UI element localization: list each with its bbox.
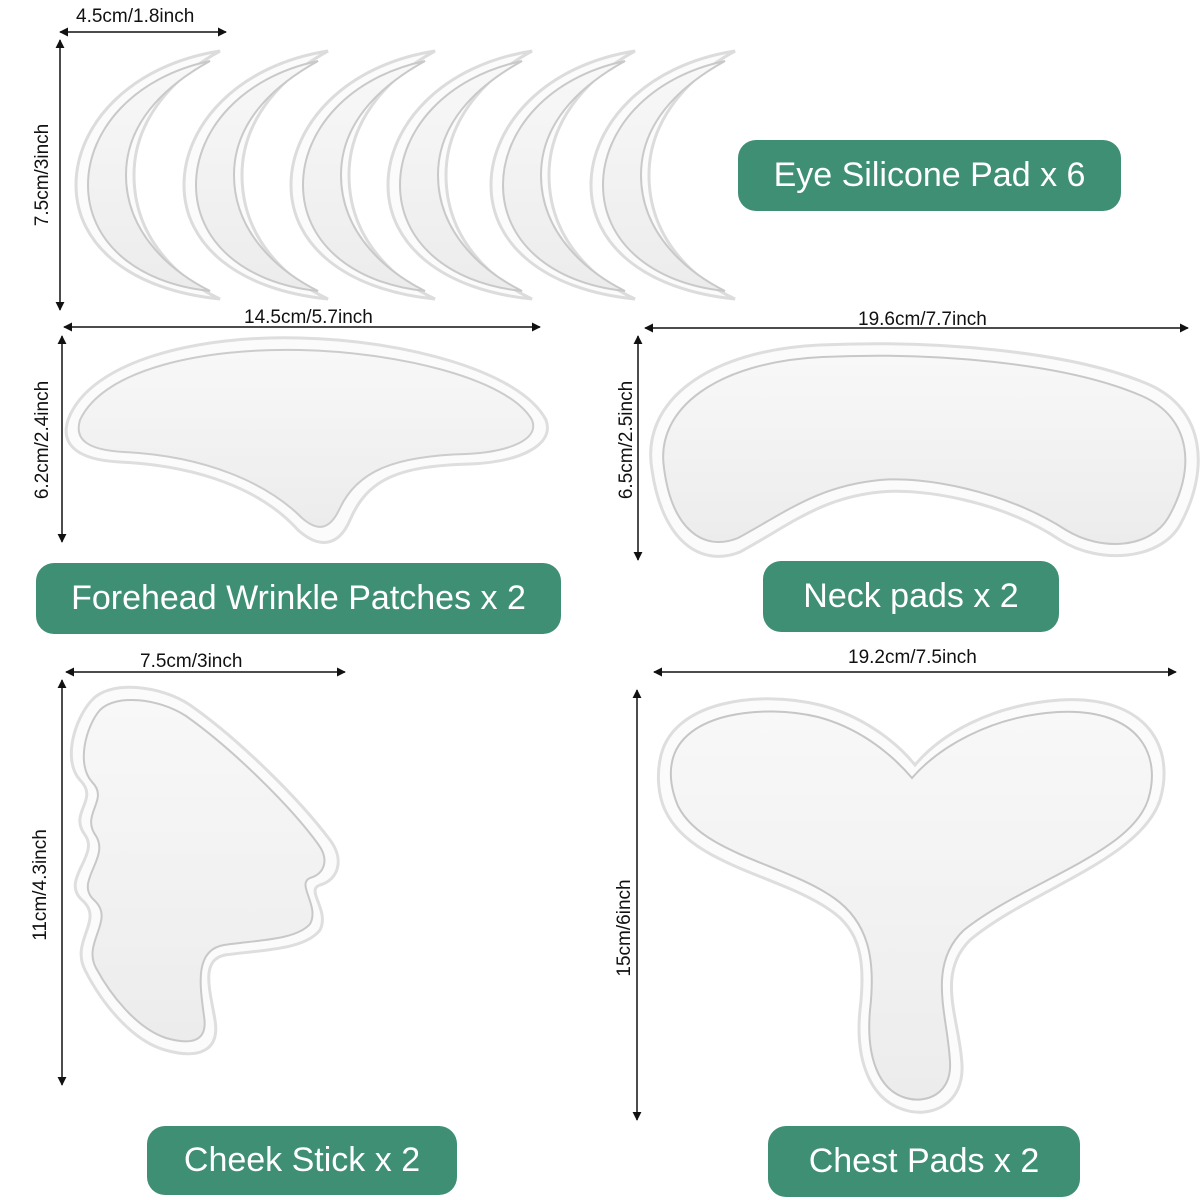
cheek-stick-badge: Cheek Stick x 2: [147, 1126, 457, 1195]
cheek-pad: [69, 685, 340, 1056]
chest-height-label: 15cm/6inch: [614, 879, 635, 976]
forehead-height-label: 6.2cm/2.4inch: [32, 381, 53, 499]
eye-pads-group: [74, 49, 737, 301]
eye-height-label: 7.5cm/3inch: [32, 124, 53, 226]
forehead-patches-badge: Forehead Wrinkle Patches x 2: [36, 563, 561, 634]
chest-pads-badge: Chest Pads x 2: [768, 1126, 1080, 1197]
neck-width-label: 19.6cm/7.7inch: [858, 309, 987, 330]
forehead-width-label: 14.5cm/5.7inch: [244, 307, 373, 328]
eye-pad: [589, 49, 737, 301]
eye-silicone-pad-badge: Eye Silicone Pad x 6: [738, 140, 1121, 211]
neck-pad: [649, 342, 1200, 558]
chest-pad: [656, 697, 1166, 1114]
eye-width-label: 4.5cm/1.8inch: [76, 6, 194, 27]
neck-pads-badge: Neck pads x 2: [763, 561, 1059, 632]
chest-width-label: 19.2cm/7.5inch: [848, 647, 977, 668]
cheek-height-label: 11cm/4.3inch: [30, 829, 51, 941]
neck-height-label: 6.5cm/2.5inch: [616, 381, 637, 499]
forehead-pad: [64, 336, 549, 544]
cheek-width-label: 7.5cm/3inch: [140, 651, 242, 672]
